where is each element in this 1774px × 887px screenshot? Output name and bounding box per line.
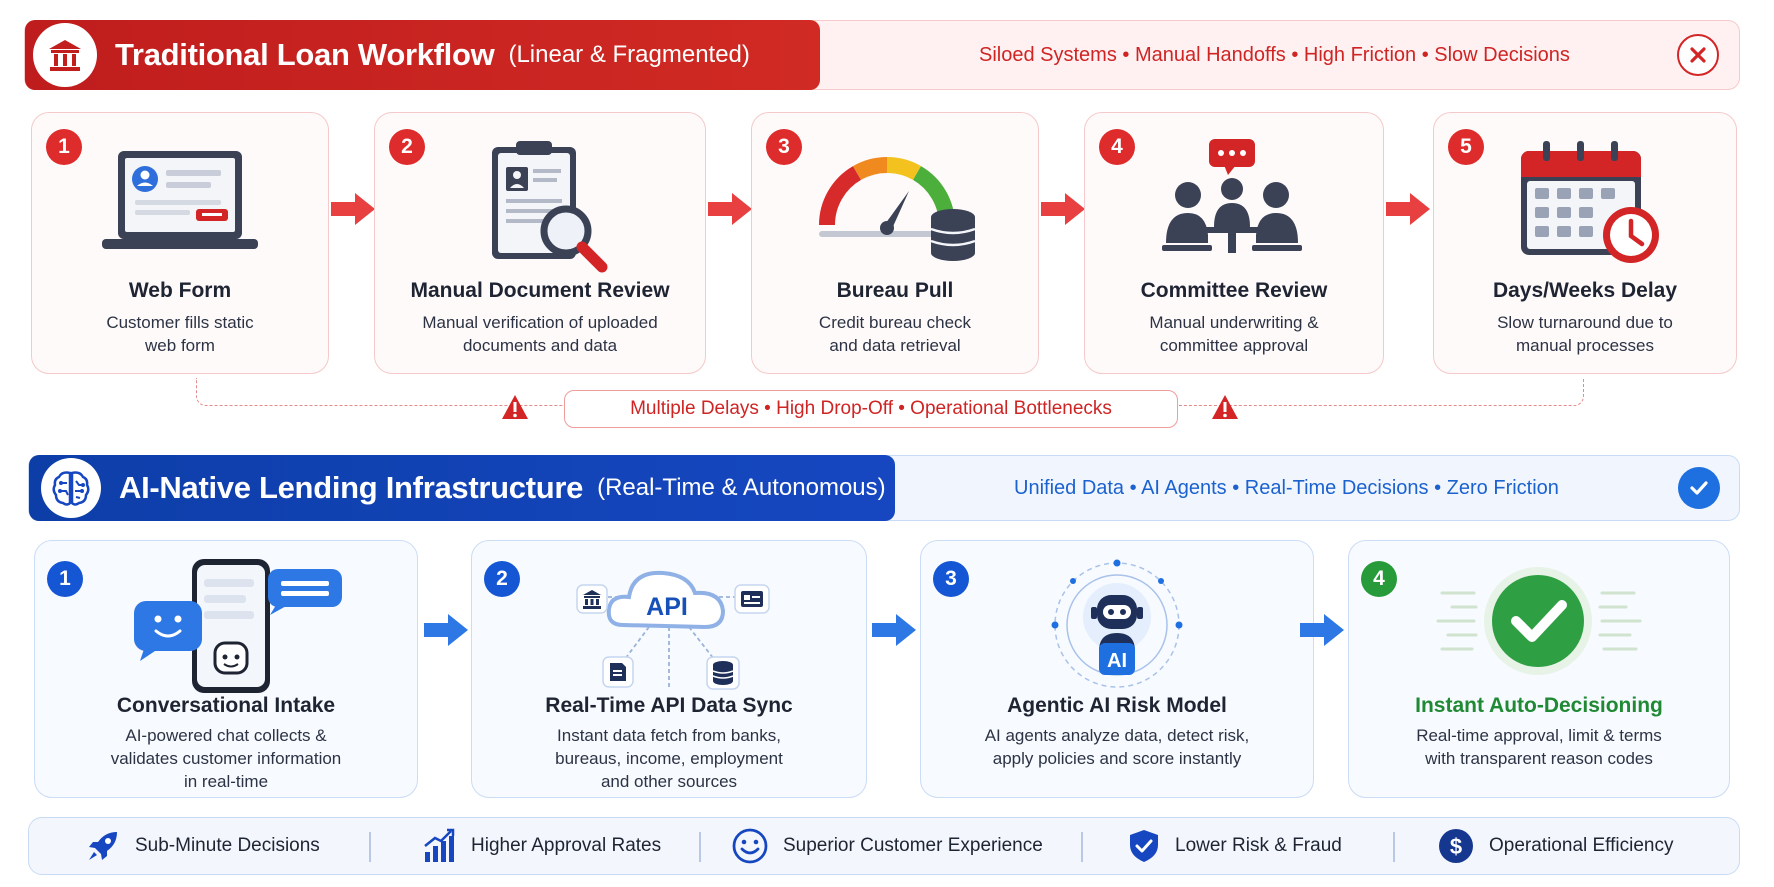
warning-icon xyxy=(1212,395,1238,419)
step-number: 3 xyxy=(766,129,802,165)
api-cloud-icon: API xyxy=(472,557,866,707)
ai-step-card: 4 Instant Auto-Decisioning Real-time app… xyxy=(1348,540,1730,798)
step-number: 3 xyxy=(933,561,969,597)
step-description: Credit bureau check and data retrieval xyxy=(818,313,972,355)
step-number: 1 xyxy=(47,561,83,597)
traditional-tags: Siloed Systems • Manual Handoffs • High … xyxy=(979,43,1570,66)
step-number: 1 xyxy=(46,129,82,165)
step-title: Agentic AI Risk Model xyxy=(1007,694,1227,717)
step-title: Conversational Intake xyxy=(116,694,336,717)
check-circle-icon xyxy=(1678,467,1720,509)
shield-check-icon xyxy=(1130,830,1158,862)
step-number: 4 xyxy=(1099,129,1135,165)
dollar-icon: $ xyxy=(1439,829,1473,863)
ai-native-subtitle: (Real-Time & Autonomous) xyxy=(597,474,886,501)
traditional-step-card: 1 Web Form Customer fills static web for… xyxy=(31,112,329,374)
step-title: Bureau Pull xyxy=(836,279,954,302)
ai-native-header: AI-Native Lending Infrastructure (Real-T… xyxy=(28,455,1740,521)
ai-step-card: 2 API Real-Time API Data Sync Instant da… xyxy=(471,540,867,798)
benefit-item: Superior Customer Experience xyxy=(731,818,1043,874)
benefit-label: Operational Efficiency xyxy=(1489,835,1674,856)
step-title: Committee Review xyxy=(1140,279,1328,302)
x-circle-icon xyxy=(1677,34,1719,76)
step-number: 5 xyxy=(1448,129,1484,165)
step-description: Slow turnaround due to manual processes xyxy=(1497,313,1673,355)
step-title: Instant Auto-Decisioning xyxy=(1415,694,1663,717)
benefit-label: Higher Approval Rates xyxy=(471,835,662,856)
step-title: Web Form xyxy=(128,279,232,302)
calendar-clock-icon xyxy=(1434,135,1736,285)
clipboard-magnifier-icon xyxy=(375,135,705,285)
rocket-icon xyxy=(89,832,117,860)
traditional-title-banner: Traditional Loan Workflow (Linear & Frag… xyxy=(25,20,820,90)
benefit-item: $ Operational Efficiency xyxy=(1437,818,1673,874)
step-description: Manual underwriting & committee approval xyxy=(1149,313,1319,355)
traditional-step-card: 5 Days/Weeks Delay Slow turnaround due t… xyxy=(1433,112,1737,374)
flow-arrow-icon xyxy=(1041,193,1085,225)
flow-arrow-icon xyxy=(331,193,375,225)
traditional-step-card: 4 Committee Review Manual underwriting &… xyxy=(1084,112,1384,374)
traditional-step-card: 3 Bureau Pull Credit bureau check and da… xyxy=(751,112,1039,374)
traditional-header: Traditional Loan Workflow (Linear & Frag… xyxy=(24,20,1740,90)
gauge-database-icon xyxy=(752,135,1038,285)
traditional-title: Traditional Loan Workflow xyxy=(115,37,495,72)
step-number: 4 xyxy=(1361,561,1397,597)
phone-chat-icon xyxy=(35,557,417,707)
benefit-item: Higher Approval Rates xyxy=(421,818,661,874)
step-description: Manual verification of uploaded document… xyxy=(422,313,658,355)
step-number: 2 xyxy=(484,561,520,597)
ai-step-card: 1 Conversational Intake AI-powered chat … xyxy=(34,540,418,798)
traditional-step-card: 2 Manual Document Review Manual verifica… xyxy=(374,112,706,374)
bank-icon xyxy=(33,23,97,87)
step-description: Real-time approval, limit & terms with t… xyxy=(1416,726,1662,768)
step-description: Customer fills static web form xyxy=(106,313,254,355)
divider xyxy=(1081,832,1083,862)
divider xyxy=(699,832,701,862)
flow-arrow-icon xyxy=(708,193,752,225)
benefit-label: Superior Customer Experience xyxy=(783,835,1043,856)
step-title: Days/Weeks Delay xyxy=(1492,279,1678,302)
step-title: Manual Document Review xyxy=(410,279,670,302)
smiley-icon xyxy=(732,828,768,864)
growth-chart-icon xyxy=(424,828,455,862)
laptop-form-icon xyxy=(32,135,328,285)
flow-arrow-icon xyxy=(872,614,916,646)
ai-native-title: AI-Native Lending Infrastructure xyxy=(119,470,584,505)
ai-native-title-banner: AI-Native Lending Infrastructure (Real-T… xyxy=(29,455,895,521)
traditional-subtitle: (Linear & Fragmented) xyxy=(508,41,750,68)
divider xyxy=(369,832,371,862)
step-description: AI-powered chat collects & validates cus… xyxy=(110,726,342,791)
step-title: Real-Time API Data Sync xyxy=(545,694,793,717)
pain-points: Multiple Delays • High Drop-Off • Operat… xyxy=(564,390,1178,428)
step-number: 2 xyxy=(389,129,425,165)
benefit-label: Lower Risk & Fraud xyxy=(1175,835,1342,856)
ai-label: AI xyxy=(1107,650,1127,672)
step-description: AI agents analyze data, detect risk, app… xyxy=(984,726,1250,768)
api-label: API xyxy=(646,593,688,621)
brain-circuit-icon xyxy=(41,458,101,518)
flow-arrow-icon xyxy=(1300,614,1344,646)
warning-icon xyxy=(502,395,528,419)
benefits-bar: Sub-Minute Decisions Higher Approval Rat… xyxy=(28,817,1740,875)
check-badge-icon xyxy=(1349,557,1729,707)
flow-arrow-icon xyxy=(1386,193,1430,225)
ai-step-card: 3 AI Agentic AI Risk Model AI agents ana… xyxy=(920,540,1314,798)
step-description: Instant data fetch from banks, bureaus, … xyxy=(555,726,783,791)
benefit-item: Lower Risk & Fraud xyxy=(1127,818,1342,874)
meeting-icon xyxy=(1085,135,1383,285)
svg-text:$: $ xyxy=(1450,834,1462,859)
flow-arrow-icon xyxy=(424,614,468,646)
benefit-item: Sub-Minute Decisions xyxy=(85,818,320,874)
ai-robot-icon: AI xyxy=(921,557,1313,707)
divider xyxy=(1393,832,1395,862)
benefit-label: Sub-Minute Decisions xyxy=(135,835,320,856)
ai-native-tags: Unified Data • AI Agents • Real-Time Dec… xyxy=(1014,476,1559,499)
